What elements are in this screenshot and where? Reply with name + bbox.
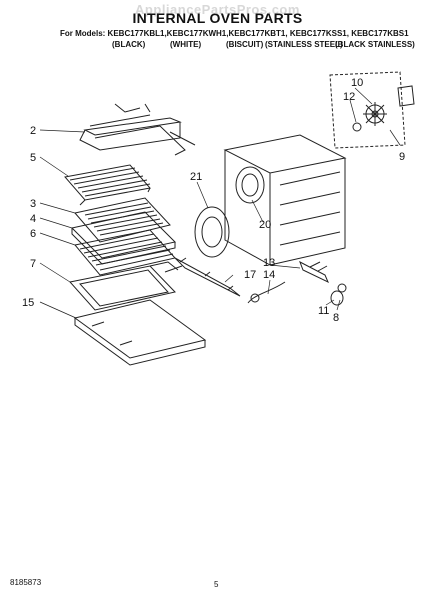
broiler-pan bbox=[71, 211, 176, 265]
oven-rack bbox=[64, 164, 151, 206]
exploded-parts-diagram: 2 5 3 4 6 7 15 21 20 17 13 14 11 8 10 12… bbox=[22, 71, 415, 366]
variant-label: (BLACK) bbox=[112, 40, 146, 49]
callout-17: 17 bbox=[244, 269, 256, 281]
broil-element bbox=[79, 103, 196, 156]
callout-20: 20 bbox=[259, 219, 271, 231]
light-socket bbox=[299, 260, 329, 284]
callout-21: 21 bbox=[190, 171, 202, 183]
callout-8: 8 bbox=[333, 312, 339, 324]
callout-13: 13 bbox=[263, 257, 275, 269]
leader-lines bbox=[39, 87, 401, 319]
callout-6: 6 bbox=[30, 228, 36, 240]
callout-3: 3 bbox=[30, 198, 36, 210]
fan-cover bbox=[194, 206, 230, 258]
models-line: For Models: KEBC177KBL1,KEBC177KWH1,KEBC… bbox=[60, 29, 409, 38]
document-number: 8185873 bbox=[10, 578, 42, 587]
callout-11: 11 bbox=[318, 305, 329, 317]
lower-tray bbox=[73, 299, 207, 366]
callout-numbers: 2 5 3 4 6 7 15 21 20 17 13 14 11 8 10 12… bbox=[22, 77, 405, 324]
callout-9: 9 bbox=[399, 151, 405, 163]
callout-7: 7 bbox=[30, 258, 36, 270]
bake-element bbox=[69, 261, 183, 311]
callout-15: 15 bbox=[22, 297, 34, 309]
light-lens bbox=[330, 283, 347, 306]
variant-label: (WHITE) bbox=[170, 40, 202, 49]
page-title: INTERNAL OVEN PARTS bbox=[132, 10, 303, 26]
variant-label: (STAINLESS STEEL) bbox=[265, 40, 343, 49]
page-number: 5 bbox=[214, 580, 219, 589]
callout-12: 12 bbox=[343, 91, 355, 103]
temperature-sensor bbox=[247, 281, 286, 304]
watermark: AppliancePartsPros.com bbox=[135, 2, 300, 17]
callout-5: 5 bbox=[30, 152, 36, 164]
variant-label: (BISCUIT) bbox=[226, 40, 264, 49]
callout-14: 14 bbox=[263, 269, 275, 281]
convection-fan-assembly bbox=[329, 71, 415, 149]
callout-10: 10 bbox=[351, 77, 363, 89]
callout-2: 2 bbox=[30, 125, 36, 137]
oven-cavity bbox=[223, 134, 347, 266]
rack-support bbox=[174, 257, 241, 297]
callout-4: 4 bbox=[30, 213, 36, 225]
variant-label: (BLACK STAINLESS) bbox=[335, 40, 415, 49]
